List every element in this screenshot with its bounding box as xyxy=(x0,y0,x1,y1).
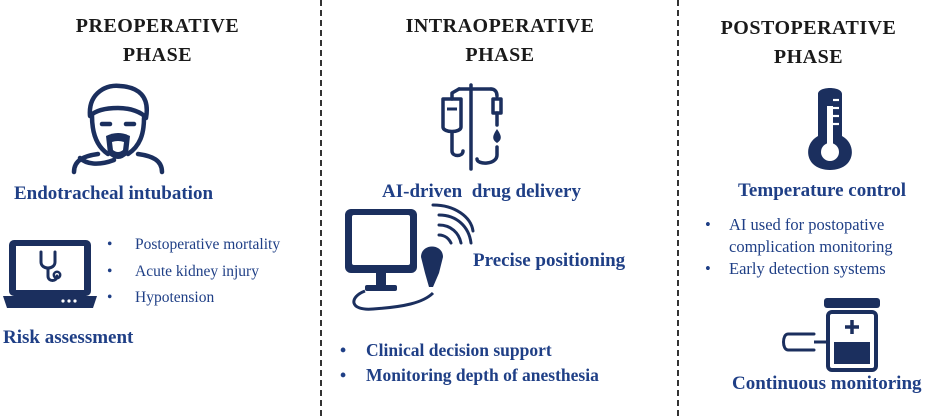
list-item: AI used for postopative complication mon… xyxy=(705,214,893,258)
list-item: Monitoring depth of anesthesia xyxy=(340,363,599,388)
list-item-line: AI used for postopative xyxy=(729,215,885,234)
laptop-stethoscope-icon xyxy=(3,240,97,308)
intraoperative-title-line2: PHASE xyxy=(465,44,535,66)
intraoperative-support-list: Clinical decision support Monitoring dep… xyxy=(340,338,599,387)
risk-assessment-label: Risk assessment xyxy=(3,327,134,348)
monitor-ultrasound-probe-icon xyxy=(345,203,475,311)
endotracheal-intubation-label: Endotracheal intubation xyxy=(14,183,214,204)
preoperative-risk-list: Postoperative mortality Acute kidney inj… xyxy=(105,232,280,312)
divider-right xyxy=(677,0,679,416)
patient-with-mask-icon xyxy=(71,83,165,175)
temperature-control-label: Temperature control xyxy=(738,180,906,201)
list-item-line: complication monitoring xyxy=(729,237,893,256)
divider-left xyxy=(320,0,322,416)
list-item: Clinical decision support xyxy=(340,338,599,363)
monitoring-device-icon xyxy=(782,298,880,372)
list-item: Hypotension xyxy=(105,285,280,312)
list-item: Postoperative mortality xyxy=(105,232,280,259)
preoperative-title-line2: PHASE xyxy=(122,44,193,66)
precise-positioning-label: Precise positioning xyxy=(473,250,626,271)
preoperative-title-line1: PREOPERATIVE xyxy=(75,15,240,37)
postoperative-monitoring-list: AI used for postopative complication mon… xyxy=(705,214,893,280)
postoperative-title: POSTOPERATIVE PHASE xyxy=(682,14,935,72)
preoperative-title: PREOPERATIVE PHASE xyxy=(0,12,315,70)
iv-drip-icon xyxy=(441,83,503,171)
list-item: Acute kidney injury xyxy=(105,259,280,286)
thermometer-icon xyxy=(808,88,852,170)
postoperative-title-line1: POSTOPERATIVE xyxy=(720,17,897,39)
intraoperative-title-line1: INTRAOPERATIVE xyxy=(405,15,595,37)
ai-drug-delivery-label: AI-driven drug delivery xyxy=(382,181,581,202)
intraoperative-title: INTRAOPERATIVE PHASE xyxy=(325,12,675,70)
postoperative-title-line2: PHASE xyxy=(773,46,844,68)
list-item: Early detection systems xyxy=(705,258,893,280)
continuous-monitoring-label: Continuous monitoring xyxy=(732,373,922,394)
